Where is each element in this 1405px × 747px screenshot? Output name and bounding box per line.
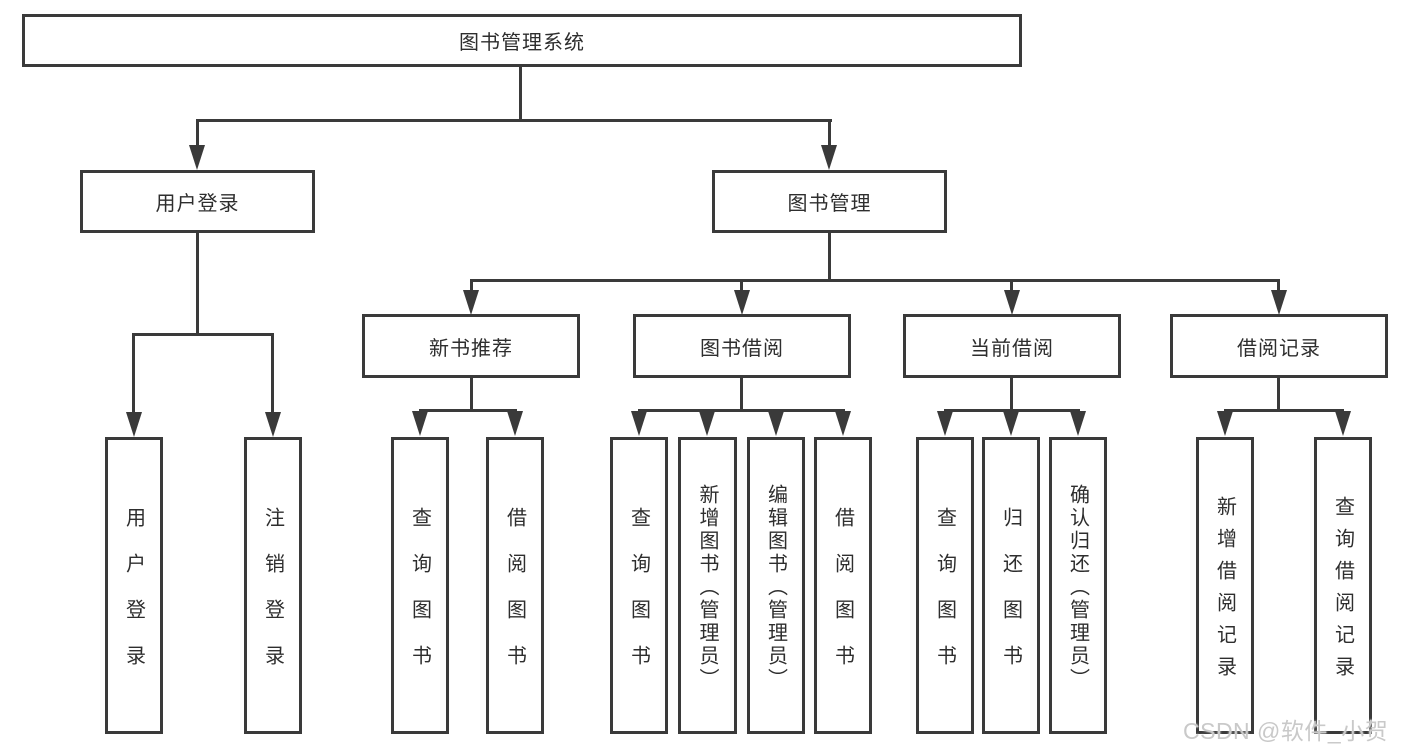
arrow-down-icon xyxy=(507,411,523,436)
connector-book-mgmt-split xyxy=(470,279,1280,282)
connector-user-login-stub xyxy=(196,233,199,335)
connector-stub xyxy=(1277,378,1280,412)
node-borrowing-records: 借阅记录 xyxy=(1170,314,1388,378)
node-label: 图书管理 xyxy=(787,193,872,215)
arrow-down-icon xyxy=(1217,411,1233,436)
arrow-down-icon xyxy=(126,412,142,437)
node-user-login: 用户登录 xyxy=(80,170,315,233)
leaf-edit-books-admin: 编辑图书（管理员） xyxy=(747,437,805,734)
arrow-down-icon xyxy=(1004,290,1020,315)
leaf-label: 查询图书 xyxy=(408,506,431,691)
connector-stem xyxy=(132,333,135,412)
arrow-down-icon xyxy=(463,290,479,315)
leaf-borrow-books: 借阅图书 xyxy=(486,437,544,734)
leaf-add-borrow-record: 新增借阅记录 xyxy=(1196,437,1254,734)
connector-root-stub xyxy=(519,67,522,120)
csdn-watermark: CSDN @软件_小贺同学 xyxy=(1183,718,1389,744)
arrow-down-icon xyxy=(631,411,647,436)
connector-split xyxy=(419,409,517,412)
leaf-label: 新增图书（管理员） xyxy=(696,483,718,691)
arrow-down-icon xyxy=(1335,411,1351,436)
leaf-confirm-return-admin: 确认归还（管理员） xyxy=(1049,437,1107,734)
connector-split xyxy=(638,409,845,412)
node-label: 图书借阅 xyxy=(700,337,784,360)
connector-stem xyxy=(1277,279,1280,292)
leaf-label: 查询图书 xyxy=(933,506,956,691)
leaf-borrow-books: 借阅图书 xyxy=(814,437,872,734)
leaf-label: 查询图书 xyxy=(627,506,650,691)
leaf-label: 编辑图书（管理员） xyxy=(764,483,787,691)
connector-stem xyxy=(196,119,199,148)
arrow-down-icon xyxy=(1070,411,1086,436)
connector-stub xyxy=(740,378,743,412)
arrow-down-icon xyxy=(937,411,953,436)
leaf-label: 借阅图书 xyxy=(503,506,526,691)
node-label: 新书推荐 xyxy=(429,337,513,360)
node-label: 图书管理系统 xyxy=(459,32,585,54)
connector-stem xyxy=(470,279,473,292)
arrow-down-icon xyxy=(699,411,715,436)
connector-user-login-split xyxy=(132,333,273,336)
leaf-add-books-admin: 新增图书（管理员） xyxy=(678,437,737,734)
connector-split xyxy=(1224,409,1344,412)
leaf-label: 新增借阅记录 xyxy=(1213,495,1236,688)
arrow-down-icon xyxy=(835,411,851,436)
leaf-label: 归还图书 xyxy=(999,506,1022,691)
leaf-label: 查询借阅记录 xyxy=(1331,495,1354,688)
leaf-query-books: 查询图书 xyxy=(916,437,974,734)
leaf-label: 借阅图书 xyxy=(831,506,854,691)
leaf-query-books: 查询图书 xyxy=(391,437,449,734)
connector-stub xyxy=(470,378,473,412)
arrow-down-icon xyxy=(1003,411,1019,436)
leaf-label: 注销登录 xyxy=(261,506,284,691)
leaf-user-login: 用户登录 xyxy=(105,437,163,734)
connector-stem xyxy=(740,279,743,292)
leaf-return-books: 归还图书 xyxy=(982,437,1040,734)
node-library-management-system: 图书管理系统 xyxy=(22,14,1022,67)
node-label: 当前借阅 xyxy=(970,337,1054,360)
leaf-query-borrow-record: 查询借阅记录 xyxy=(1314,437,1372,734)
arrow-down-icon xyxy=(768,411,784,436)
arrow-down-icon xyxy=(265,412,281,437)
arrow-down-icon xyxy=(412,411,428,436)
arrow-down-icon xyxy=(1271,290,1287,315)
node-book-management: 图书管理 xyxy=(712,170,947,233)
leaf-query-books: 查询图书 xyxy=(610,437,668,734)
connector-stub xyxy=(1010,378,1013,412)
node-label: 借阅记录 xyxy=(1237,337,1321,360)
connector-stem xyxy=(1010,279,1013,292)
arrow-down-icon xyxy=(821,145,837,170)
node-current-borrowing: 当前借阅 xyxy=(903,314,1121,378)
leaf-label: 确认归还（管理员） xyxy=(1066,483,1089,691)
arrow-down-icon xyxy=(189,145,205,170)
node-label: 用户登录 xyxy=(155,193,240,215)
node-book-borrowing: 图书借阅 xyxy=(633,314,851,378)
connector-stem xyxy=(828,119,831,148)
connector-stem xyxy=(271,333,274,412)
leaf-label: 用户登录 xyxy=(122,506,145,691)
connector-root-split xyxy=(196,119,832,122)
node-new-book-recommendation: 新书推荐 xyxy=(362,314,580,378)
leaf-logout: 注销登录 xyxy=(244,437,302,734)
connector-split xyxy=(944,409,1080,412)
connector-book-mgmt-stub xyxy=(828,233,831,282)
arrow-down-icon xyxy=(734,290,750,315)
